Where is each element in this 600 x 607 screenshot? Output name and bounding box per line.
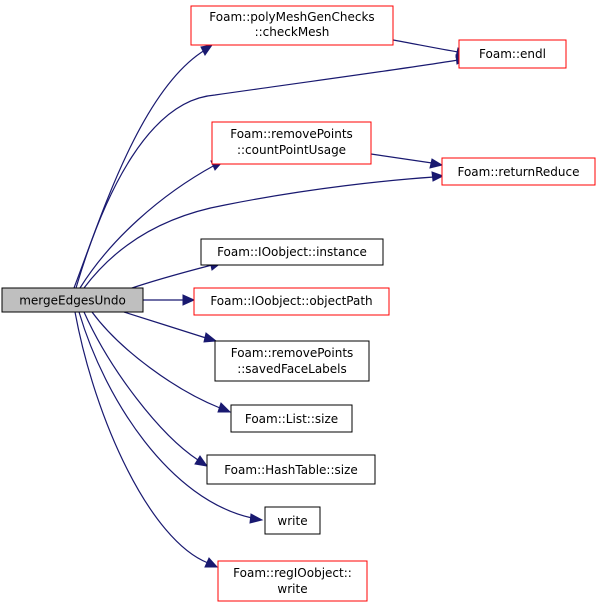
node-instance[interactable]: Foam::IOobject::instance [200,238,384,266]
node-hashSize-label: Foam::HashTable::size [224,463,358,477]
edge-mergeEdgesUndo-checkMesh [73,49,206,289]
arrow-savedFaceLabels [203,332,218,343]
node-write-label: write [277,514,307,528]
arrow-hashSize [194,455,209,467]
node-checkMesh-line2: ::checkMesh [255,25,330,39]
edge-mergeEdgesUndo-countPointUsage [79,164,216,289]
node-regWrite-line1: Foam::regIOobject:: [233,566,352,580]
arrow-countPointUsage-returnReduce [429,158,444,169]
edge-mergeEdgesUndo-savedFaceLabels [123,311,207,339]
node-countPointUsage-line1: Foam::removePoints [230,127,353,141]
arrow-regWrite [204,557,219,568]
edge-mergeEdgesUndo-endl [75,59,459,289]
node-listSize[interactable]: Foam::List::size [230,404,353,433]
node-checkMesh-box [190,5,394,46]
edge-checkMesh-endl [392,39,459,53]
arrow-returnReduce [431,171,445,182]
node-returnReduce-label: Foam::returnReduce [457,165,579,179]
node-returnReduce-box [441,157,596,186]
node-objectPath-box [193,287,390,316]
node-instance-label: Foam::IOobject::instance [217,245,367,259]
node-countPointUsage[interactable]: Foam::removePoints ::countPointUsage [211,121,372,165]
node-returnReduce[interactable]: Foam::returnReduce [441,157,596,186]
edge-mergeEdgesUndo-write [78,311,253,519]
node-endl-box [458,39,567,69]
arrow-objectPath [182,294,196,306]
node-savedFaceLabels[interactable]: Foam::removePoints ::savedFaceLabels [214,340,370,382]
node-savedFaceLabels-line1: Foam::removePoints [231,346,354,360]
edge-countPointUsage-returnReduce [370,153,433,164]
node-checkMesh[interactable]: Foam::polyMeshGenChecks ::checkMesh [190,5,394,46]
node-regWrite-box [217,560,368,602]
node-write[interactable]: write [264,506,321,535]
arrow-write [249,513,264,524]
node-listSize-label: Foam::List::size [245,412,338,426]
edge-mergeEdgesUndo-hashSize [83,311,199,461]
node-endl[interactable]: Foam::endl [458,39,567,69]
node-hashSize[interactable]: Foam::HashTable::size [206,454,376,485]
node-endl-label: Foam::endl [479,47,546,61]
node-instance-box [200,238,384,266]
edge-mergeEdgesUndo-instance [125,264,213,291]
root-node-box [1,287,144,313]
node-regWrite-line2: write [277,582,307,596]
node-objectPath-label: Foam::IOobject::objectPath [210,294,372,308]
root-node-label: mergeEdgesUndo [19,294,126,308]
edge-mergeEdgesUndo-listSize [91,311,221,409]
arrow-checkMesh [200,44,214,56]
edge-mergeEdgesUndo-returnReduce [83,176,435,289]
node-hashSize-box [206,454,376,485]
node-savedFaceLabels-line2: ::savedFaceLabels [237,362,347,376]
node-objectPath[interactable]: Foam::IOobject::objectPath [193,287,390,316]
edge-mergeEdgesUndo-regWrite [74,311,209,564]
node-listSize-box [230,404,353,433]
node-checkMesh-line1: Foam::polyMeshGenChecks [209,10,374,24]
node-savedFaceLabels-box [214,340,370,382]
node-write-box [264,506,321,535]
node-regWrite[interactable]: Foam::regIOobject:: write [217,560,368,602]
arrow-listSize [217,402,232,413]
node-countPointUsage-line2: ::countPointUsage [237,143,346,157]
root-node: mergeEdgesUndo [1,287,144,313]
node-countPointUsage-box [211,121,372,165]
